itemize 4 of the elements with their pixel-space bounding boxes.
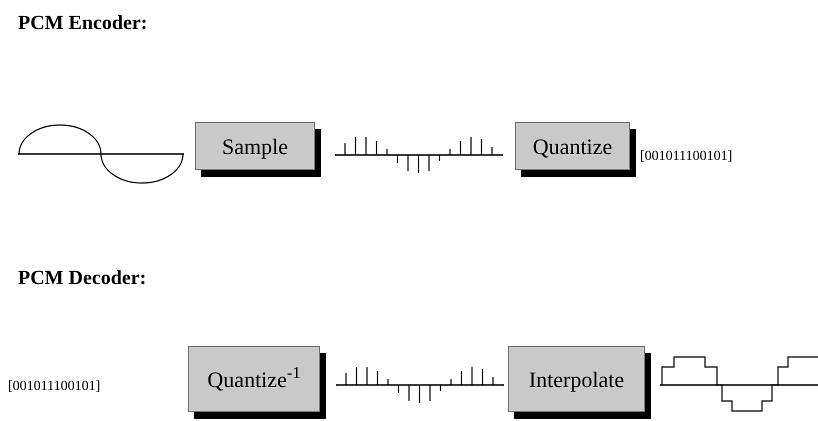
section-heading: PCM Decoder: [18,266,146,291]
bit-string: [001011100101] [8,378,100,396]
section-heading: PCM Encoder: [18,11,148,36]
bit-string: [001011100101] [640,148,732,166]
